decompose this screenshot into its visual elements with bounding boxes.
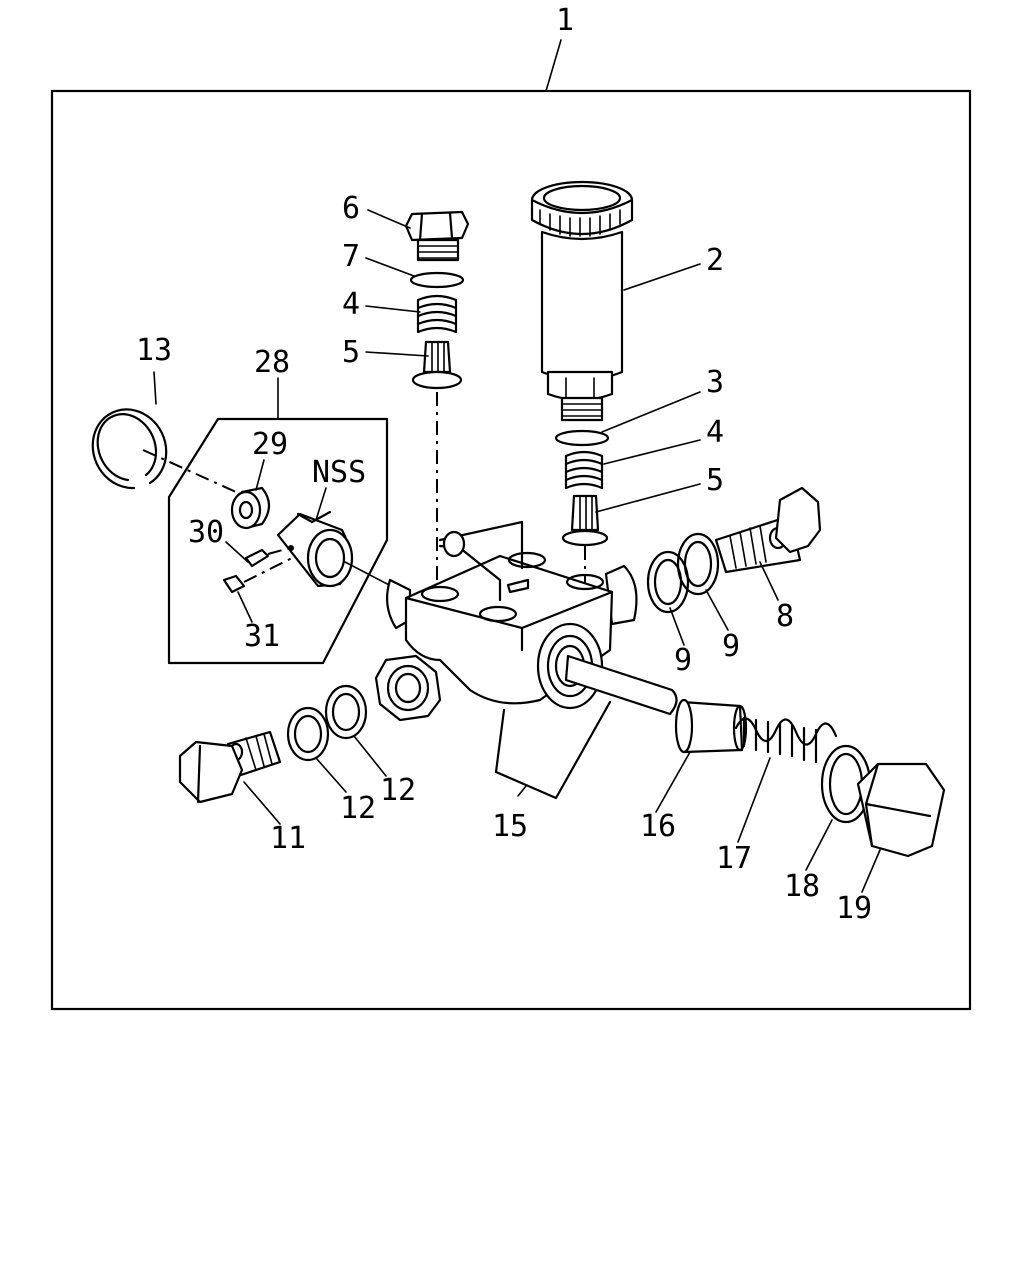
callout-18: 18 — [784, 869, 820, 904]
callout-5-right: 5 — [706, 463, 724, 498]
pump-body-15 — [374, 520, 678, 722]
plug-19 — [856, 762, 946, 858]
snap-ring-13 — [91, 408, 168, 490]
valve-5-right — [561, 494, 609, 547]
pin-31 — [222, 574, 246, 594]
callout-12-a: 12 — [340, 791, 376, 826]
callout-nss: NSS — [312, 455, 366, 490]
callout-7: 7 — [342, 239, 360, 274]
callout-labels: 1 2 3 4 5 6 7 4 5 8 9 9 11 12 12 13 15 1… — [136, 3, 872, 926]
callout-17: 17 — [716, 841, 752, 876]
callout-3: 3 — [706, 365, 724, 400]
piston-16 — [674, 698, 748, 754]
subassembly-box-28 — [167, 417, 389, 665]
callout-6: 6 — [342, 191, 360, 226]
callout-2: 2 — [706, 243, 724, 278]
lever-body-nss — [276, 510, 354, 588]
banjo-bolt-8 — [714, 486, 822, 574]
callout-5-left: 5 — [342, 335, 360, 370]
callout-11: 11 — [270, 821, 306, 856]
spring-17 — [734, 716, 838, 764]
callout-9-a: 9 — [674, 643, 692, 678]
callout-29: 29 — [252, 427, 288, 462]
washer-12-a — [286, 706, 330, 762]
spring-4-right — [564, 450, 604, 490]
hex-plug-6 — [404, 210, 470, 262]
callout-8: 8 — [776, 599, 794, 634]
callout-28: 28 — [254, 345, 290, 380]
washer-7 — [409, 271, 465, 289]
callout-19: 19 — [836, 891, 872, 926]
callout-12-b: 12 — [380, 773, 416, 808]
filter-cup-2 — [530, 180, 634, 422]
callout-15: 15 — [492, 809, 528, 844]
pin-30 — [244, 548, 270, 568]
callout-16: 16 — [640, 809, 676, 844]
bushing-29 — [230, 486, 271, 530]
valve-5-top — [411, 340, 463, 390]
banjo-bolt-11 — [178, 730, 282, 804]
callout-1: 1 — [556, 3, 574, 38]
callout-4-right: 4 — [706, 415, 724, 450]
leader-lines — [153, 39, 881, 893]
callout-9-b: 9 — [722, 629, 740, 664]
spring-4-top — [416, 294, 458, 334]
assembly-frame — [50, 89, 972, 1011]
washer-9-b — [676, 532, 720, 596]
washer-3 — [554, 429, 610, 447]
callout-31: 31 — [244, 619, 280, 654]
callout-4-left: 4 — [342, 287, 360, 322]
callout-13: 13 — [136, 333, 172, 368]
callout-30: 30 — [188, 515, 224, 550]
washer-12-b — [324, 684, 368, 740]
